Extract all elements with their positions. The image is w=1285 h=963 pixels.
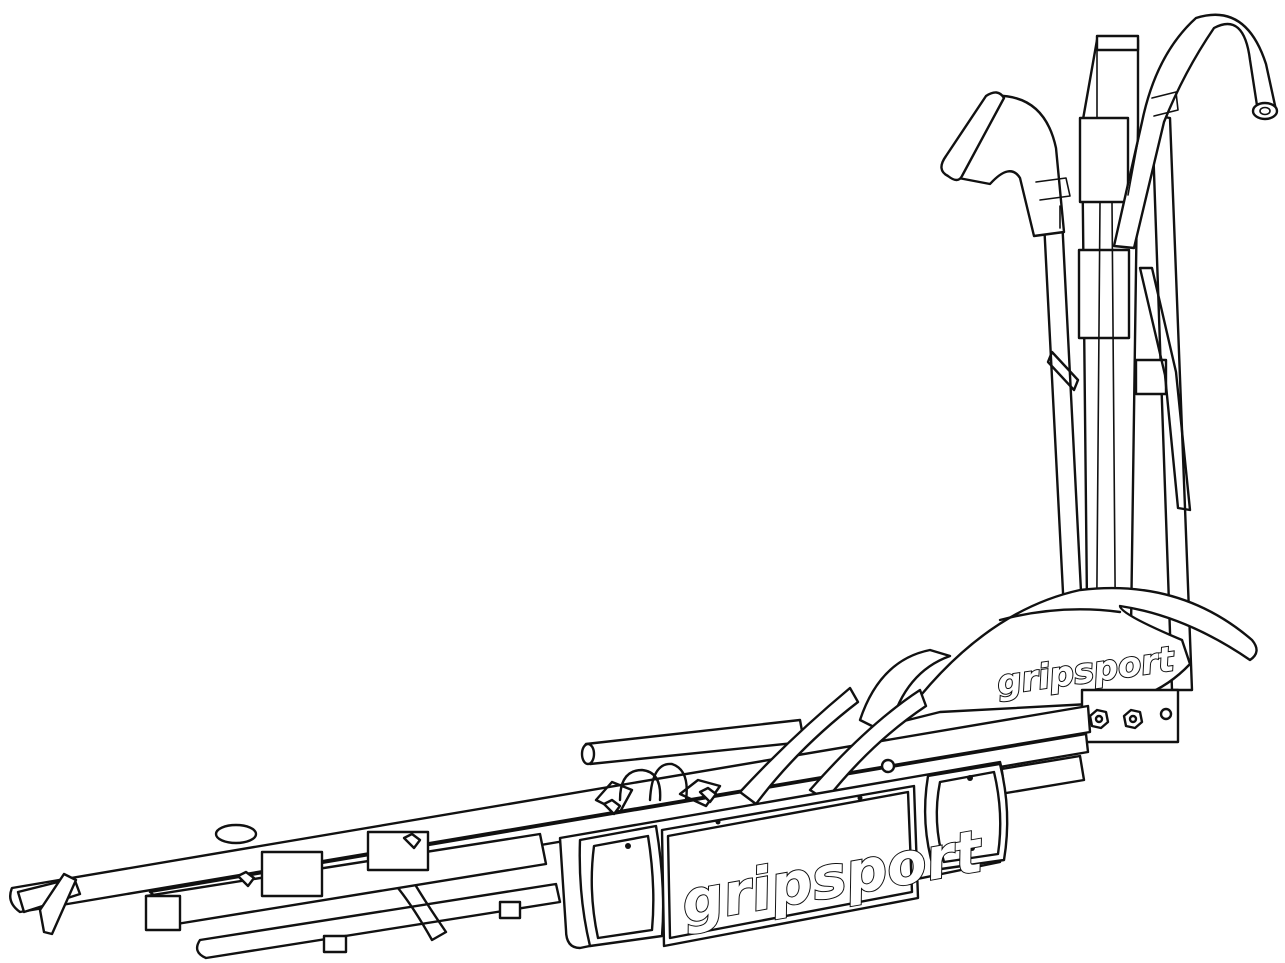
loading-arms xyxy=(738,686,928,806)
cross-tube xyxy=(580,718,806,766)
hinge-bolts xyxy=(1080,688,1180,744)
frame-holder-right xyxy=(1112,13,1279,250)
clamps xyxy=(236,758,896,888)
frame-holder-left xyxy=(940,91,1071,238)
wheel-tray-front xyxy=(16,872,562,960)
right-support-arm xyxy=(1134,113,1194,692)
support-feet xyxy=(214,823,522,954)
square-tube xyxy=(144,830,548,932)
